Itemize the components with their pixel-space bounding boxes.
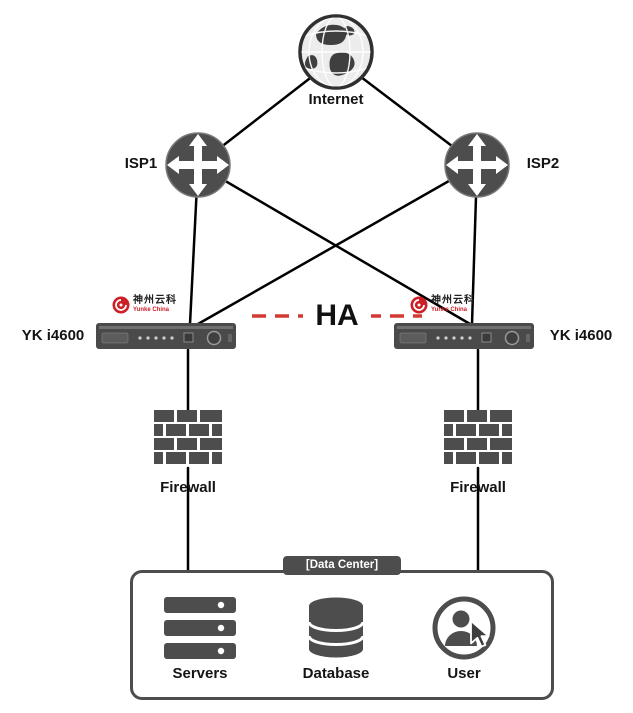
lb-left-appliance-icon	[96, 323, 236, 349]
yunke-logo-en: Yunke China	[133, 306, 170, 313]
isp1-router-icon	[165, 132, 231, 198]
servers-label: Servers	[172, 665, 228, 682]
lb-right-label: YK i4600	[549, 327, 613, 344]
firewall-right-label: Firewall	[450, 479, 506, 496]
yunke-swirl-icon	[112, 296, 130, 314]
lb-right-appliance-icon	[394, 323, 534, 349]
isp2-label: ISP2	[526, 155, 560, 172]
lb-left-label: YK i4600	[21, 327, 85, 344]
yunke-logo-cn: 神州云科	[431, 295, 475, 307]
yunke-logo-en: Yunke China	[431, 306, 468, 313]
yunke-logo-cn: 神州云科	[133, 295, 177, 307]
firewall-left-label: Firewall	[160, 479, 216, 496]
isp2-router-icon	[444, 132, 510, 198]
servers-icon	[164, 597, 236, 659]
firewall-left-icon	[154, 410, 222, 464]
yunke-logo-left: 神州云科 Yunke China	[112, 295, 177, 315]
database-label: Database	[302, 665, 370, 682]
user-label: User	[447, 665, 481, 682]
datacenter-badge: [Data Center]	[283, 556, 401, 575]
database-icon	[308, 597, 364, 658]
yunke-swirl-icon	[410, 296, 428, 314]
cursor-arrow-icon	[470, 620, 490, 648]
ha-label: HA	[303, 299, 371, 333]
internet-label: Internet	[308, 91, 364, 108]
firewall-right-icon	[444, 410, 512, 464]
user-icon	[432, 596, 496, 660]
yunke-logo-right: 神州云科 Yunke China	[410, 295, 475, 315]
isp1-label: ISP1	[124, 155, 158, 172]
internet-globe-icon	[298, 14, 374, 90]
